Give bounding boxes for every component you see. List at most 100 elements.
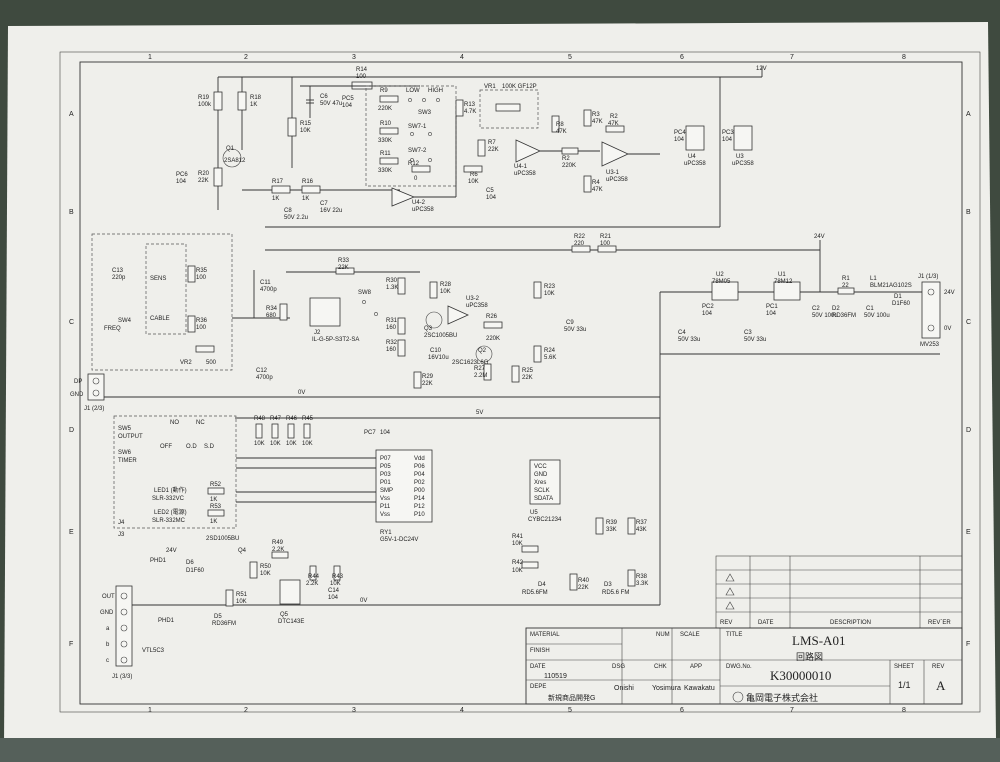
r5-ref: R2 <box>562 156 570 162</box>
grid-col-bottom-2: 2 <box>244 707 248 714</box>
r42-ref: R42 <box>512 560 524 566</box>
resistor-r32 <box>397 339 406 357</box>
led1-ref: LED1 (動作) <box>154 486 187 494</box>
sw3-low: LOW <box>406 88 420 94</box>
app-label: APP <box>690 664 702 670</box>
r48-ref: R48 <box>254 416 266 422</box>
c13-ref: C13 <box>112 268 124 274</box>
j1-3-pin-out[interactable] <box>120 592 128 600</box>
phd1-ref: J2 <box>314 330 321 336</box>
sw3-contact-3[interactable] <box>436 98 440 102</box>
j1-3-b: b <box>106 642 110 648</box>
r53-val: 1K <box>210 519 217 525</box>
d4-val: RD5.6FM <box>522 590 548 596</box>
r2-ref: R2 <box>610 114 618 120</box>
dsg-value: Onishi <box>614 685 634 692</box>
ry1-coil-ref: PHD1 <box>150 558 167 564</box>
resistor-r26 <box>483 321 503 329</box>
r30-ref: R30 <box>386 278 398 284</box>
r47-ref: R47 <box>270 416 282 422</box>
j1-1-pin-0v[interactable] <box>927 324 935 332</box>
r13-ref: R13 <box>464 102 476 108</box>
sw7-1-contact-b[interactable] <box>428 132 432 136</box>
q5-val: DTC143E <box>278 619 304 625</box>
r25-val: 22K <box>522 375 533 381</box>
r36-ref: R36 <box>196 318 208 324</box>
r20-ref: R20 <box>198 171 210 177</box>
r47-val: 10K <box>270 441 281 447</box>
u5-pin-right-p04: P04 <box>414 472 425 478</box>
j1-3-pin-gnd[interactable] <box>120 608 128 616</box>
sw7-1-contact-a[interactable] <box>410 132 414 136</box>
r43-val: 10K <box>330 581 341 587</box>
r11-ref: R11 <box>380 151 391 157</box>
j1-1-0v: 0V <box>944 326 951 332</box>
j1-2-ref: J1 (2/3) <box>84 406 104 412</box>
sw7-2-contact-b[interactable] <box>428 158 432 162</box>
j1-2-pin-gnd[interactable] <box>92 389 100 397</box>
potentiometer-vr2[interactable] <box>195 345 215 353</box>
j2-body <box>529 459 561 505</box>
j1-3-ref: J1 (3/3) <box>112 674 132 680</box>
sw6-od-label: O.D <box>186 444 197 450</box>
led1-val: SLR-332VC <box>152 496 185 502</box>
r8-val: 47K <box>556 129 567 135</box>
r53-ref: R53 <box>210 504 222 510</box>
resistor-r20 <box>213 167 223 187</box>
sheet-value: 1/1 <box>898 680 911 690</box>
r24-ref: R24 <box>544 348 556 354</box>
num-label: NUM <box>656 632 670 638</box>
r44-ref: R44 <box>308 574 320 580</box>
resistor-r22 <box>571 245 591 253</box>
phd1-val: IL-G-5P-S3T2-SA <box>312 337 359 343</box>
j1-3-pin-a[interactable] <box>120 624 128 632</box>
opamp-u3-1 <box>601 141 629 167</box>
resistor-r27 <box>483 363 492 381</box>
vr1-outline <box>479 89 539 129</box>
cable-block-outline <box>145 243 187 335</box>
sw3-high: HIGH <box>428 88 443 94</box>
grid-col-top-3: 3 <box>352 54 356 61</box>
sw5-no-label: NO <box>170 420 179 426</box>
j1-2-pin-dp[interactable] <box>92 377 100 385</box>
sw7-2-contact-a[interactable] <box>410 158 414 162</box>
c1-ref: C1 <box>866 306 874 312</box>
sw3-contact-1[interactable] <box>408 98 412 102</box>
grid-col-top-4: 4 <box>460 54 464 61</box>
sw8-contact-2[interactable] <box>374 312 378 316</box>
j1-3-pin-b[interactable] <box>120 640 128 648</box>
potentiometer-vr1[interactable] <box>495 103 521 112</box>
u4-1-val: uPC358 <box>514 171 536 177</box>
q1-ref: Q1 <box>226 146 235 152</box>
grid-row-right-F: F <box>966 641 970 648</box>
sensitivity-switch-block: R9 220K LOW HIGH SW3 R10 330K SW7-1 R11 … <box>365 85 476 213</box>
rail-5v-label: 5V <box>476 410 483 416</box>
r44-val: 2.2K <box>306 581 318 587</box>
d4-ref: D4 <box>538 582 546 588</box>
resistor-r33 <box>335 267 355 275</box>
q4-val: 2SD1005BU <box>206 536 239 542</box>
u3-2-val: uPC358 <box>466 303 488 309</box>
grid-col-bottom-3: 3 <box>352 707 356 714</box>
drawing-title: LMS-A01 <box>792 633 845 648</box>
u3-val: uPC358 <box>732 161 754 167</box>
d1-val: D1F60 <box>892 301 911 307</box>
c8-ref: C8 <box>284 208 292 214</box>
grid-col-top-8: 8 <box>902 54 906 61</box>
sw8-contact-1[interactable] <box>362 300 366 304</box>
r52-ref: R52 <box>210 482 222 488</box>
dwg-label: DWG.No. <box>726 664 752 670</box>
resistor-r31 <box>397 317 406 335</box>
d1-ref: D1 <box>894 294 902 300</box>
sw3-contact-2[interactable] <box>422 98 426 102</box>
connector-j1-1 <box>921 281 941 339</box>
r23-ref: R23 <box>544 284 556 290</box>
c14-val: 104 <box>328 595 339 601</box>
j1-3-pin-c[interactable] <box>120 656 128 664</box>
title-label: TITLE <box>726 632 742 638</box>
r18-ref: R18 <box>250 95 262 101</box>
c8-val: 50V 2.2u <box>284 215 308 221</box>
j1-1-pin-24v[interactable] <box>927 288 935 296</box>
